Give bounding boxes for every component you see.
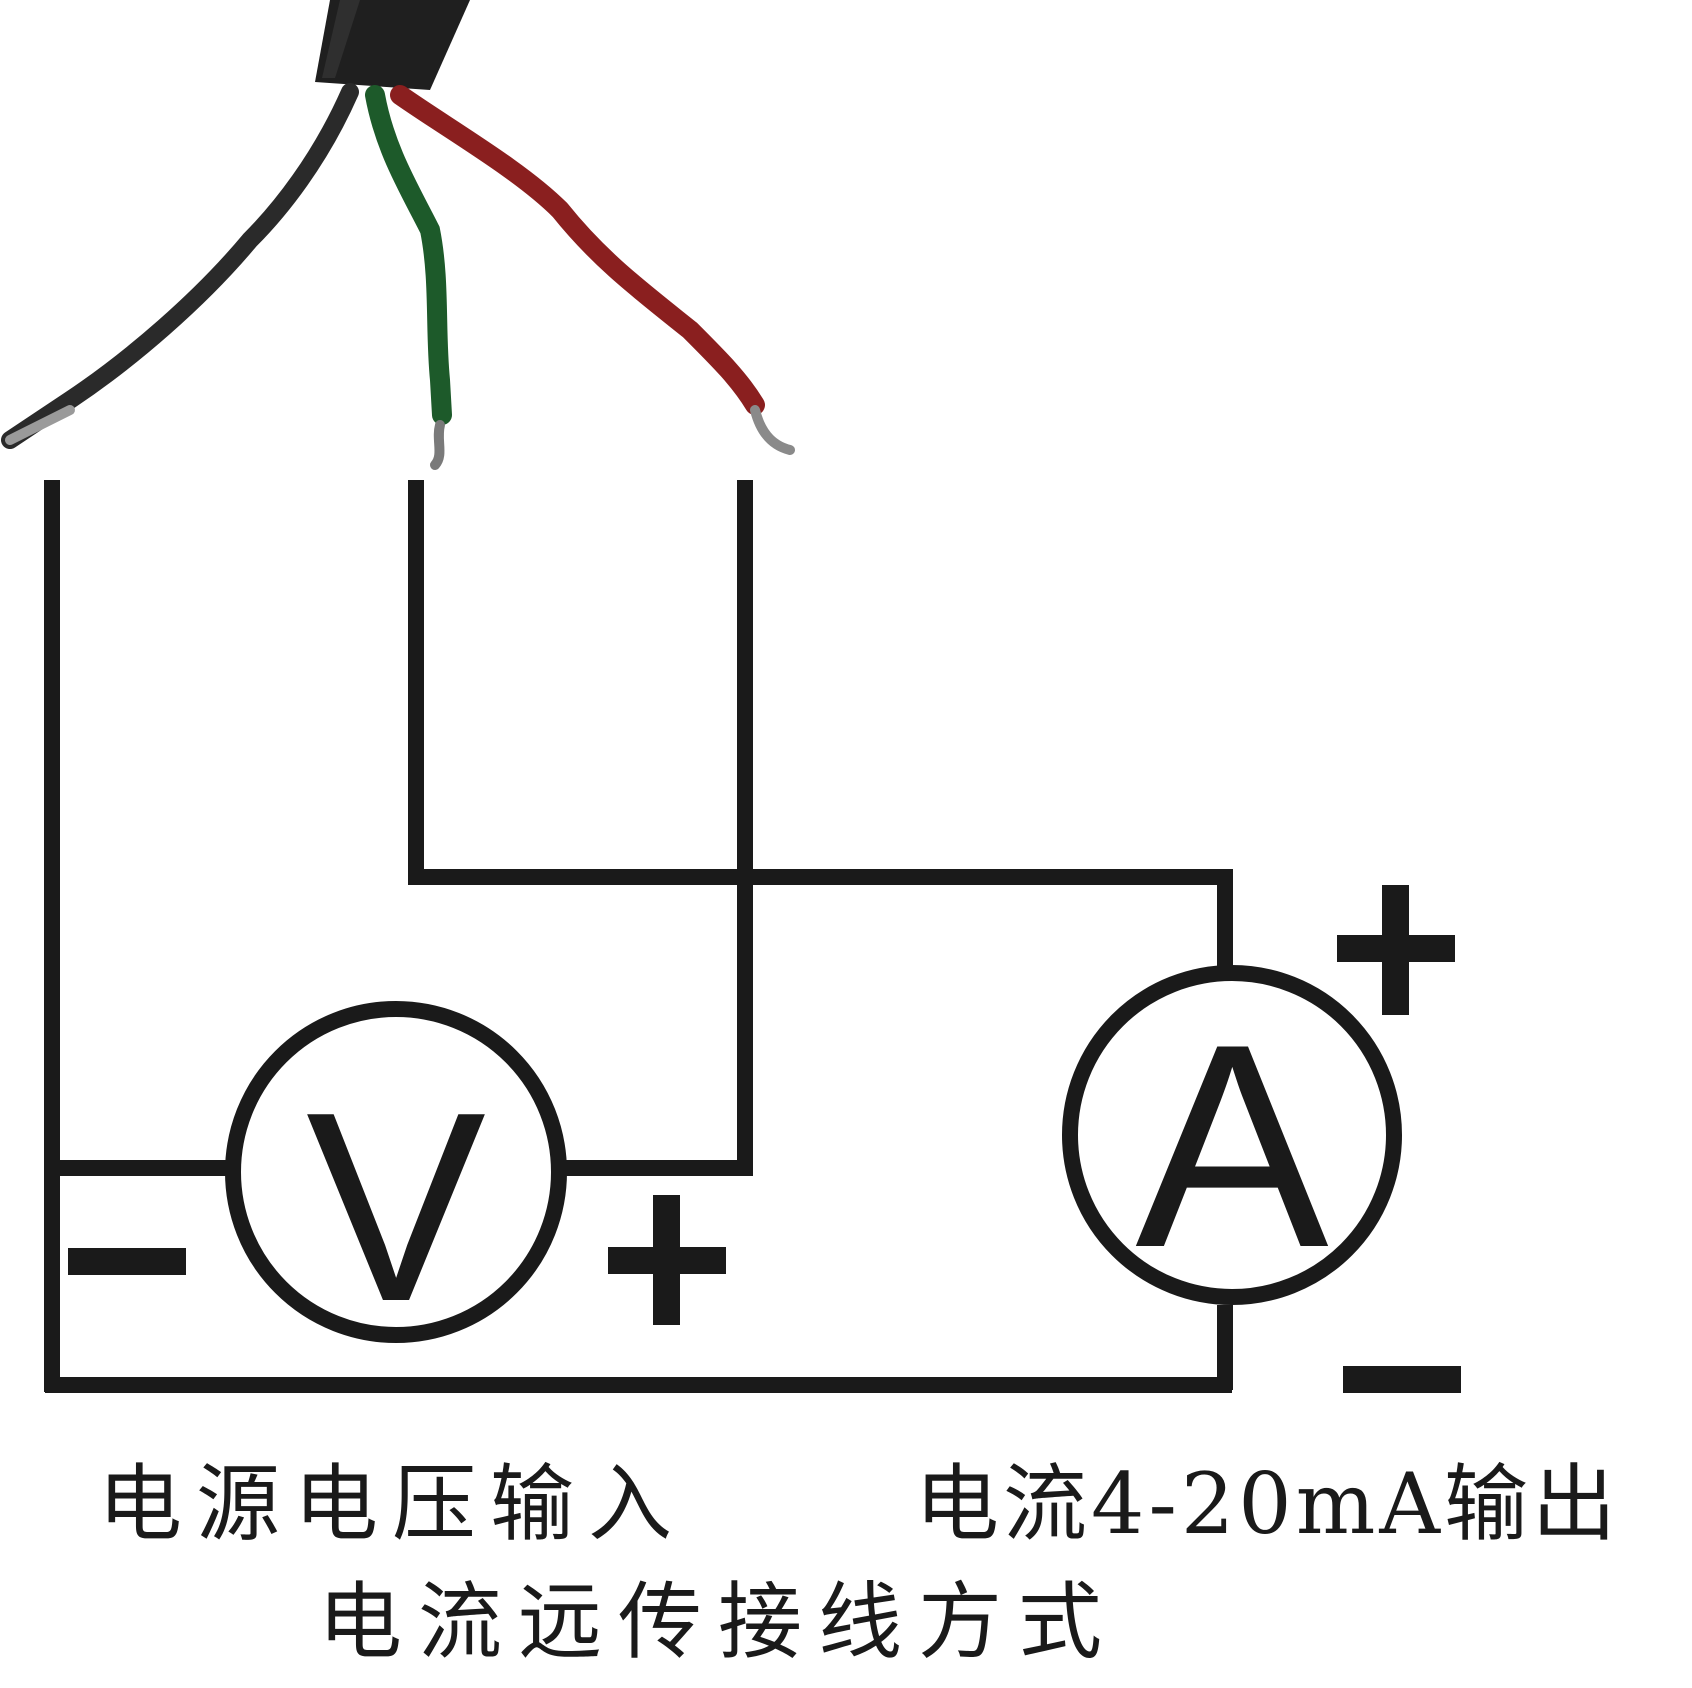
power-input-label: 电源电压输入: [98, 1455, 687, 1553]
current-output-label: 电流4-20mA输出: [915, 1455, 1621, 1553]
ammeter: A: [1062, 965, 1402, 1308]
red-wire: [390, 85, 765, 415]
ammeter-negative-text: −: [1390, 1372, 1398, 1383]
ammeter-symbol: A: [1135, 984, 1330, 1308]
ammeter-negative-sign: [1343, 1366, 1461, 1393]
voltmeter-negative-text: −: [120, 1262, 128, 1273]
circuit-lines: [44, 480, 1233, 1393]
green-wire: [365, 85, 452, 425]
cable-photo: [1, 0, 795, 470]
voltmeter-positive-sign: [608, 1195, 726, 1325]
voltmeter-positive-lead: [560, 480, 753, 1176]
voltmeter: V: [225, 1001, 567, 1358]
diagram-title: 电流远传接线方式: [318, 1573, 1119, 1671]
black-wire: [1, 83, 359, 449]
voltmeter-negative-sign: [68, 1248, 186, 1275]
ammeter-positive-sign: [1337, 885, 1455, 1015]
voltmeter-symbol: V: [306, 1057, 487, 1358]
polarity-marks: [68, 885, 1461, 1393]
voltmeter-positive-text: +: [660, 1262, 668, 1273]
cable-sleeve: [315, 0, 470, 90]
green-lead: [408, 480, 1233, 968]
ammeter-positive-text: +: [1390, 942, 1398, 953]
